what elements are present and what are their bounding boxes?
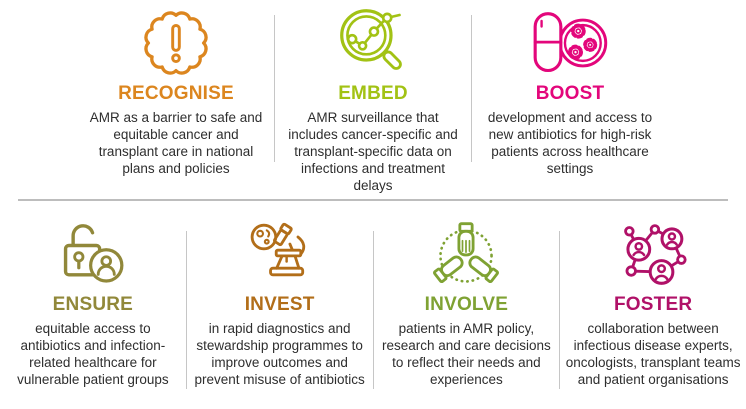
- capsule-petri-dish-icon: [526, 4, 614, 78]
- horizontal-divider: [18, 199, 728, 201]
- recognise-description: AMR as a barrier to safe and equitable c…: [89, 109, 263, 176]
- microscope-diagnostics-icon: [244, 217, 316, 289]
- badge-exclamation-icon: [141, 4, 211, 78]
- embed-title: EMBED: [338, 83, 408, 104]
- invest-title: INVEST: [244, 294, 315, 315]
- invest-description: in rapid diagnostics and stewardship pro…: [194, 320, 365, 387]
- embed-card: EMBED AMR surveillance that includes can…: [275, 2, 471, 194]
- magnifier-data-chart-icon: [337, 4, 409, 78]
- ensure-description: equitable access to antibiotics and infe…: [17, 320, 169, 387]
- bottom-row: ENSURE equitable access to antibiotics a…: [0, 201, 746, 405]
- ensure-card: ENSURE equitable access to antibiotics a…: [0, 201, 186, 388]
- open-padlock-person-icon: [57, 217, 129, 289]
- boost-description: development and access to new antibiotic…: [487, 109, 653, 176]
- bottom-divider-2: [372, 231, 374, 389]
- foster-description: collaboration between infectious disease…: [565, 320, 741, 387]
- foster-title: FOSTER: [613, 294, 693, 315]
- ensure-title: ENSURE: [52, 294, 134, 315]
- recognise-title: RECOGNISE: [118, 83, 234, 104]
- hands-together-icon: [430, 217, 502, 289]
- bottom-divider-3: [559, 231, 561, 389]
- top-divider-2: [471, 15, 472, 162]
- recognise-card: RECOGNISE AMR as a barrier to safe and e…: [78, 2, 274, 177]
- top-divider-1: [274, 15, 275, 162]
- top-row: RECOGNISE AMR as a barrier to safe and e…: [0, 0, 746, 199]
- involve-title: INVOLVE: [424, 294, 509, 315]
- involve-description: patients in AMR policy, research and car…: [381, 320, 551, 387]
- people-network-icon: [617, 217, 689, 289]
- involve-card: INVOLVE patients in AMR policy, research…: [374, 201, 560, 388]
- foster-card: FOSTER collaboration between infectious …: [560, 201, 746, 388]
- embed-description: AMR surveillance that includes cancer-sp…: [288, 109, 458, 193]
- boost-card: BOOST development and access to new anti…: [472, 2, 668, 177]
- bottom-divider-1: [185, 231, 187, 389]
- invest-card: INVEST in rapid diagnostics and stewards…: [187, 201, 373, 388]
- boost-title: BOOST: [535, 83, 605, 104]
